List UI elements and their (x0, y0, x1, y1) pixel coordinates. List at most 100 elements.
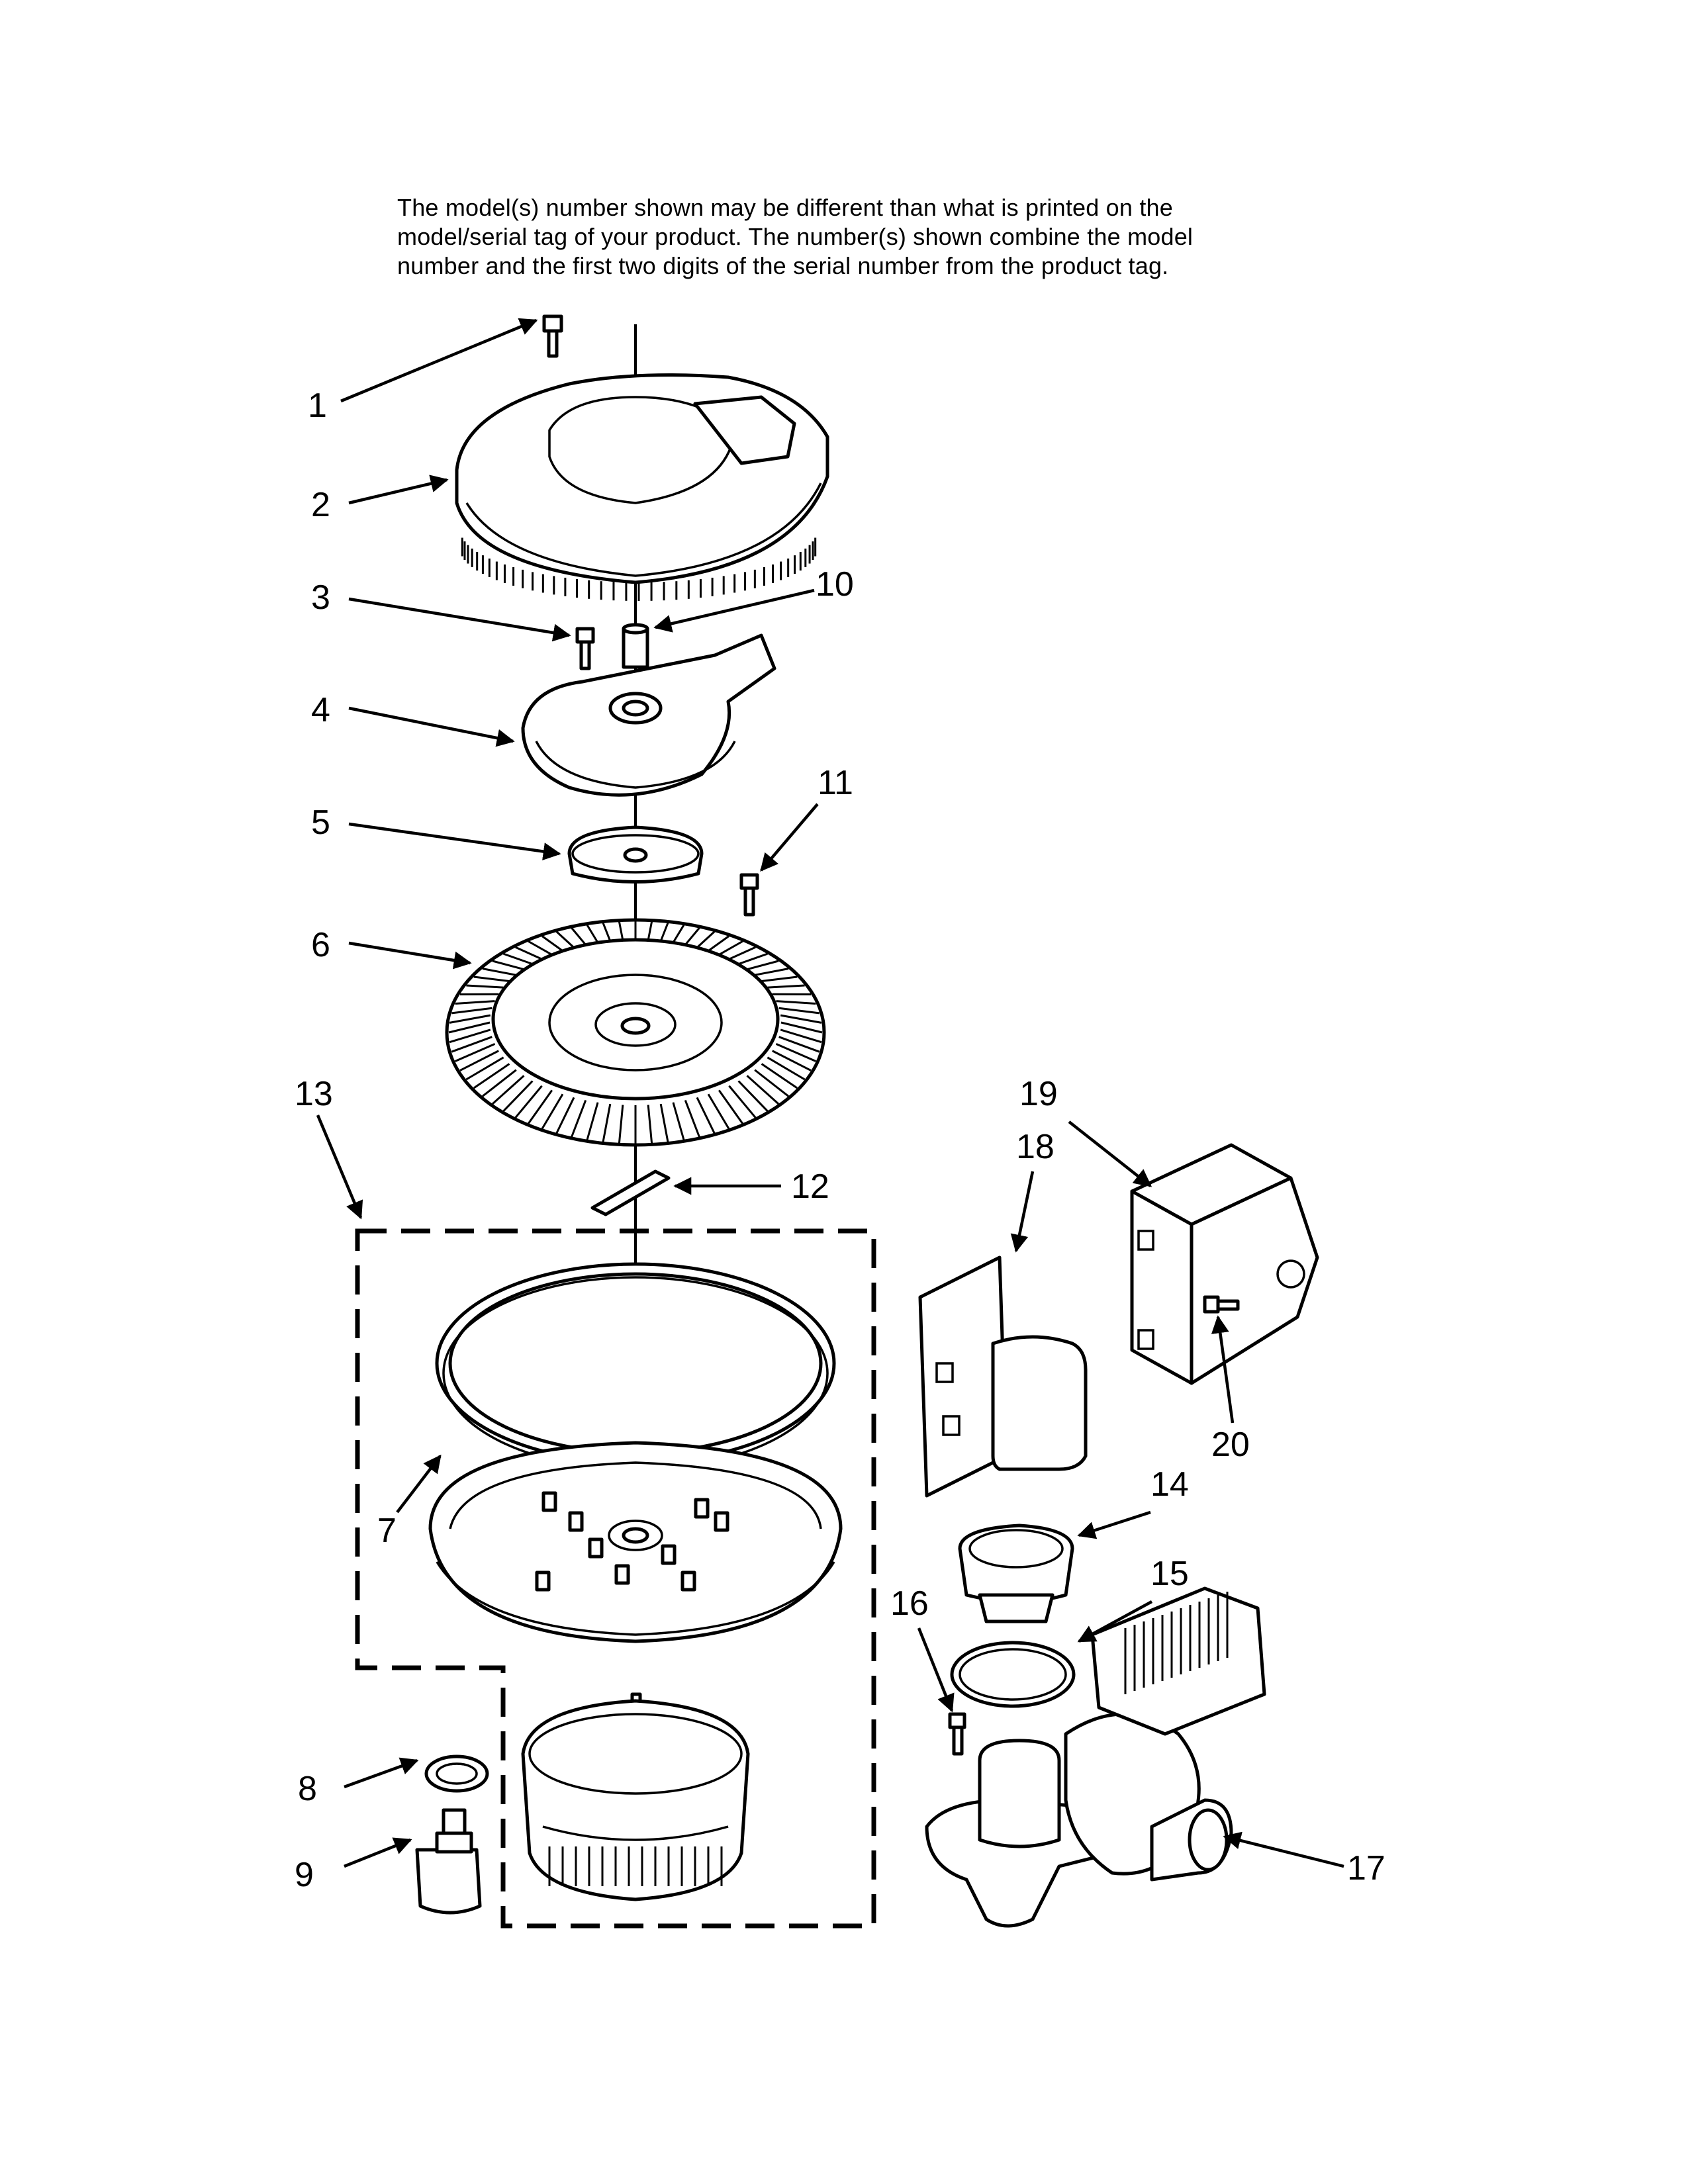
cover-fins (461, 537, 817, 601)
housing-fin (776, 1000, 816, 1005)
housing-fin (718, 1089, 743, 1124)
part-14-filter-housing (958, 1524, 1074, 1623)
callout-5: 5 (311, 803, 330, 842)
housing-fin (772, 1050, 812, 1071)
part-5-impeller (567, 825, 704, 884)
housing-fin (738, 952, 768, 966)
part-18-bracket (918, 1255, 1088, 1498)
callout-7: 7 (377, 1512, 397, 1550)
housing-fin (602, 1103, 612, 1142)
part-3-screw (575, 627, 595, 670)
disclaimer-note: The model(s) number shown may be differe… (397, 194, 1194, 279)
part-15-o-ring (950, 1641, 1076, 1708)
callout-11: 11 (818, 764, 853, 802)
housing-fin (586, 924, 599, 944)
pump-post (714, 1511, 729, 1532)
part-13-assembly-outline (355, 1228, 876, 1929)
part-7-pump-body (428, 1262, 843, 1643)
housing-fin (659, 1103, 669, 1142)
housing-fin (503, 952, 533, 966)
housing-fin (775, 1042, 816, 1062)
housing-fin (515, 946, 543, 960)
housing-fin (555, 931, 575, 948)
callout-20: 20 (1211, 1426, 1250, 1464)
housing-fin (746, 1075, 780, 1105)
housing-fin (514, 1085, 543, 1118)
housing-fin (647, 921, 653, 940)
part-6-finned-housing (445, 918, 826, 1147)
housing-fin (728, 946, 756, 960)
callout-16: 16 (890, 1584, 929, 1623)
housing-fin (466, 984, 504, 989)
housing-fin (459, 1050, 499, 1071)
pump-post (541, 1491, 557, 1512)
part-9-valve (415, 1808, 482, 1915)
callout-18: 18 (1016, 1128, 1055, 1166)
callout-15: 15 (1150, 1555, 1189, 1593)
housing-fin (696, 1097, 716, 1134)
housing-fin (696, 931, 716, 948)
part-20-screw (1203, 1295, 1240, 1314)
part-8-o-ring (424, 1754, 489, 1793)
housing-fin (571, 1099, 587, 1138)
housing-fin (455, 1000, 495, 1005)
housing-fin (451, 1036, 492, 1053)
callout-labels: 1 2 3 4 5 6 7 8 9 10 11 12 13 14 15 16 1… (295, 387, 1385, 1894)
housing-fin (672, 1102, 685, 1140)
callout-3: 3 (311, 578, 330, 617)
housing-fin (492, 960, 524, 971)
housing-fin (728, 1085, 757, 1118)
callout-13: 13 (295, 1075, 333, 1113)
housing-fin (482, 1069, 517, 1097)
housing-fin (541, 1093, 564, 1130)
housing-fin (473, 1063, 510, 1089)
housing-fin (754, 1069, 789, 1097)
callout-1: 1 (308, 387, 327, 425)
housing-fins (448, 921, 823, 1144)
housing-fin (586, 1102, 599, 1140)
part-17-drain-pump (925, 1586, 1266, 1928)
part-10-cylinder (622, 623, 649, 669)
housing-fin (778, 1007, 820, 1015)
housing-fin (747, 960, 779, 971)
housing-fin (491, 1075, 525, 1105)
housing-fin (780, 1028, 822, 1044)
housing-fin (541, 935, 563, 952)
pump-post (661, 1544, 677, 1565)
housing-fin (761, 1063, 798, 1089)
housing-fin (571, 927, 586, 946)
housing-fin (707, 1093, 730, 1130)
callout-19: 19 (1019, 1075, 1058, 1113)
pump-fins (1124, 1592, 1229, 1694)
motor-fins (548, 1846, 723, 1886)
housing-fin (737, 1080, 769, 1112)
housing-fin (754, 968, 789, 976)
housing-fin (502, 1080, 534, 1112)
callout-4: 4 (311, 691, 330, 729)
housing-fin (455, 1042, 496, 1062)
part-12-seal (590, 1169, 671, 1216)
callout-9: 9 (295, 1856, 314, 1894)
housing-fin (780, 1021, 823, 1034)
callout-2: 2 (311, 486, 330, 524)
housing-fin (684, 1099, 700, 1138)
callout-8: 8 (298, 1770, 317, 1808)
housing-fin (618, 1105, 624, 1144)
pump-post (535, 1570, 551, 1592)
housing-fin (778, 1036, 820, 1053)
part-19-box (1130, 1143, 1319, 1385)
housing-fin (647, 1105, 653, 1144)
housing-fin (708, 935, 729, 952)
housing-fin (602, 923, 612, 942)
callout-10: 10 (816, 565, 854, 604)
housing-fin (761, 976, 798, 982)
motor (521, 1692, 750, 1901)
pump-body-posts (535, 1491, 729, 1592)
housing-fin (684, 927, 700, 946)
housing-fin (473, 976, 510, 982)
pump-post (694, 1498, 710, 1519)
housing-fin (718, 940, 743, 956)
housing-fin (780, 1014, 822, 1024)
part-11-screw (739, 873, 759, 917)
